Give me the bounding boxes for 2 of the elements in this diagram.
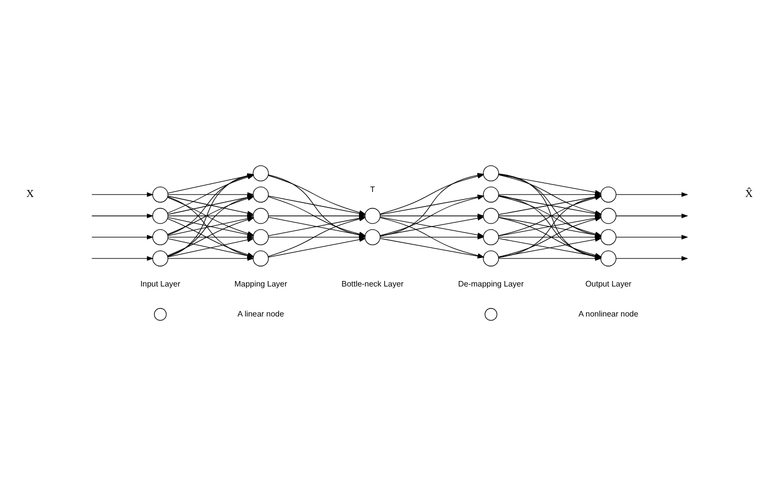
label: X [26, 189, 34, 200]
label: X̂ [745, 189, 753, 200]
